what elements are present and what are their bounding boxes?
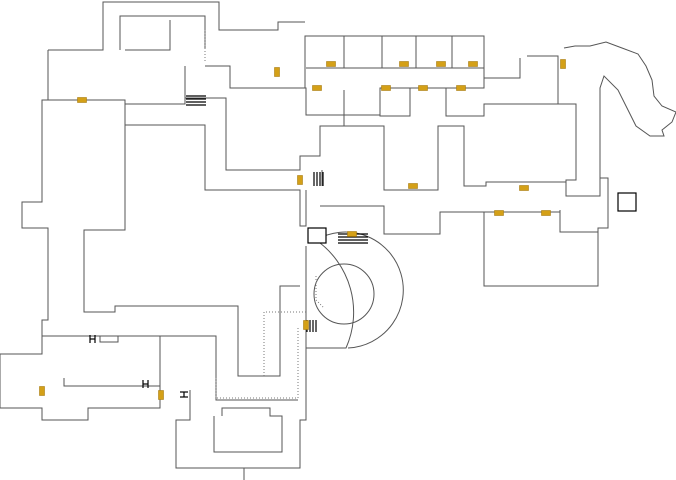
rotunda-inner-ring (313, 263, 375, 325)
gate-marker-icon[interactable] (142, 380, 149, 388)
switch-boxes (307, 192, 637, 244)
door-marker-icon[interactable] (312, 85, 322, 91)
door-marker-icon[interactable] (436, 61, 446, 67)
door-marker-icon[interactable] (158, 390, 164, 400)
dotted-rotunda (315, 276, 325, 309)
stairs (186, 95, 368, 332)
door-marker-icon[interactable] (456, 85, 466, 91)
wall-right-top (484, 58, 521, 79)
dotted-passage-lower (215, 326, 299, 399)
wall-lower-left-step (99, 336, 119, 343)
door-marker-icon[interactable] (494, 210, 504, 216)
wall-upper-left-stair-room (125, 98, 186, 105)
wall-center-lower (320, 205, 560, 235)
wall-left-corridor (42, 99, 300, 377)
wall-bottom (175, 390, 244, 469)
rotunda-outer-wall (306, 239, 355, 349)
door-marker-icon[interactable] (408, 183, 418, 189)
door-marker-icon[interactable] (468, 61, 478, 67)
door-marker-icon[interactable] (274, 67, 280, 77)
wall-right-block (344, 125, 566, 191)
stairs-icon (313, 172, 324, 186)
doors (39, 59, 566, 400)
gate-marker-icon[interactable] (89, 335, 96, 343)
gate-markers (89, 335, 188, 398)
dotted-paths (204, 30, 325, 399)
door-marker-icon[interactable] (560, 59, 566, 69)
stairs-icon (186, 95, 206, 106)
door-marker-icon[interactable] (541, 210, 551, 216)
wall-rotunda-entry (243, 246, 307, 480)
wall-lower-left-rooms (63, 378, 160, 387)
wall-right-rooms-2 (445, 88, 609, 287)
door-marker-icon[interactable] (326, 61, 336, 67)
wall-right-lower (559, 210, 598, 233)
wall-lower-left-passage (160, 335, 298, 401)
door-marker-icon[interactable] (399, 61, 409, 67)
switch-box-icon[interactable] (307, 227, 327, 244)
wall-center-block (184, 66, 345, 171)
rotunda (306, 231, 404, 349)
wall-right-rooms (379, 88, 411, 117)
gate-marker-icon[interactable] (180, 391, 188, 398)
door-marker-icon[interactable] (303, 320, 309, 330)
wall-top-left-inner (119, 15, 206, 50)
rotunda-outer-arc (315, 231, 404, 349)
door-marker-icon[interactable] (297, 175, 303, 185)
wall-cave (563, 41, 676, 178)
wall-bottom-room (213, 407, 283, 453)
wall-top-left-room (125, 20, 171, 51)
door-marker-icon[interactable] (381, 85, 391, 91)
door-marker-icon[interactable] (39, 386, 45, 396)
wall-top-left-outer (48, 1, 305, 51)
dotted-passage-middle (263, 311, 306, 376)
wall-left-upper (0, 50, 161, 421)
switch-box-icon[interactable] (617, 192, 637, 212)
door-marker-icon[interactable] (418, 85, 428, 91)
wall-middle-rooms (125, 124, 307, 227)
door-marker-icon[interactable] (347, 231, 357, 237)
door-marker-icon[interactable] (77, 97, 87, 103)
door-marker-icon[interactable] (519, 185, 529, 191)
wall-right-corridor (527, 55, 559, 105)
